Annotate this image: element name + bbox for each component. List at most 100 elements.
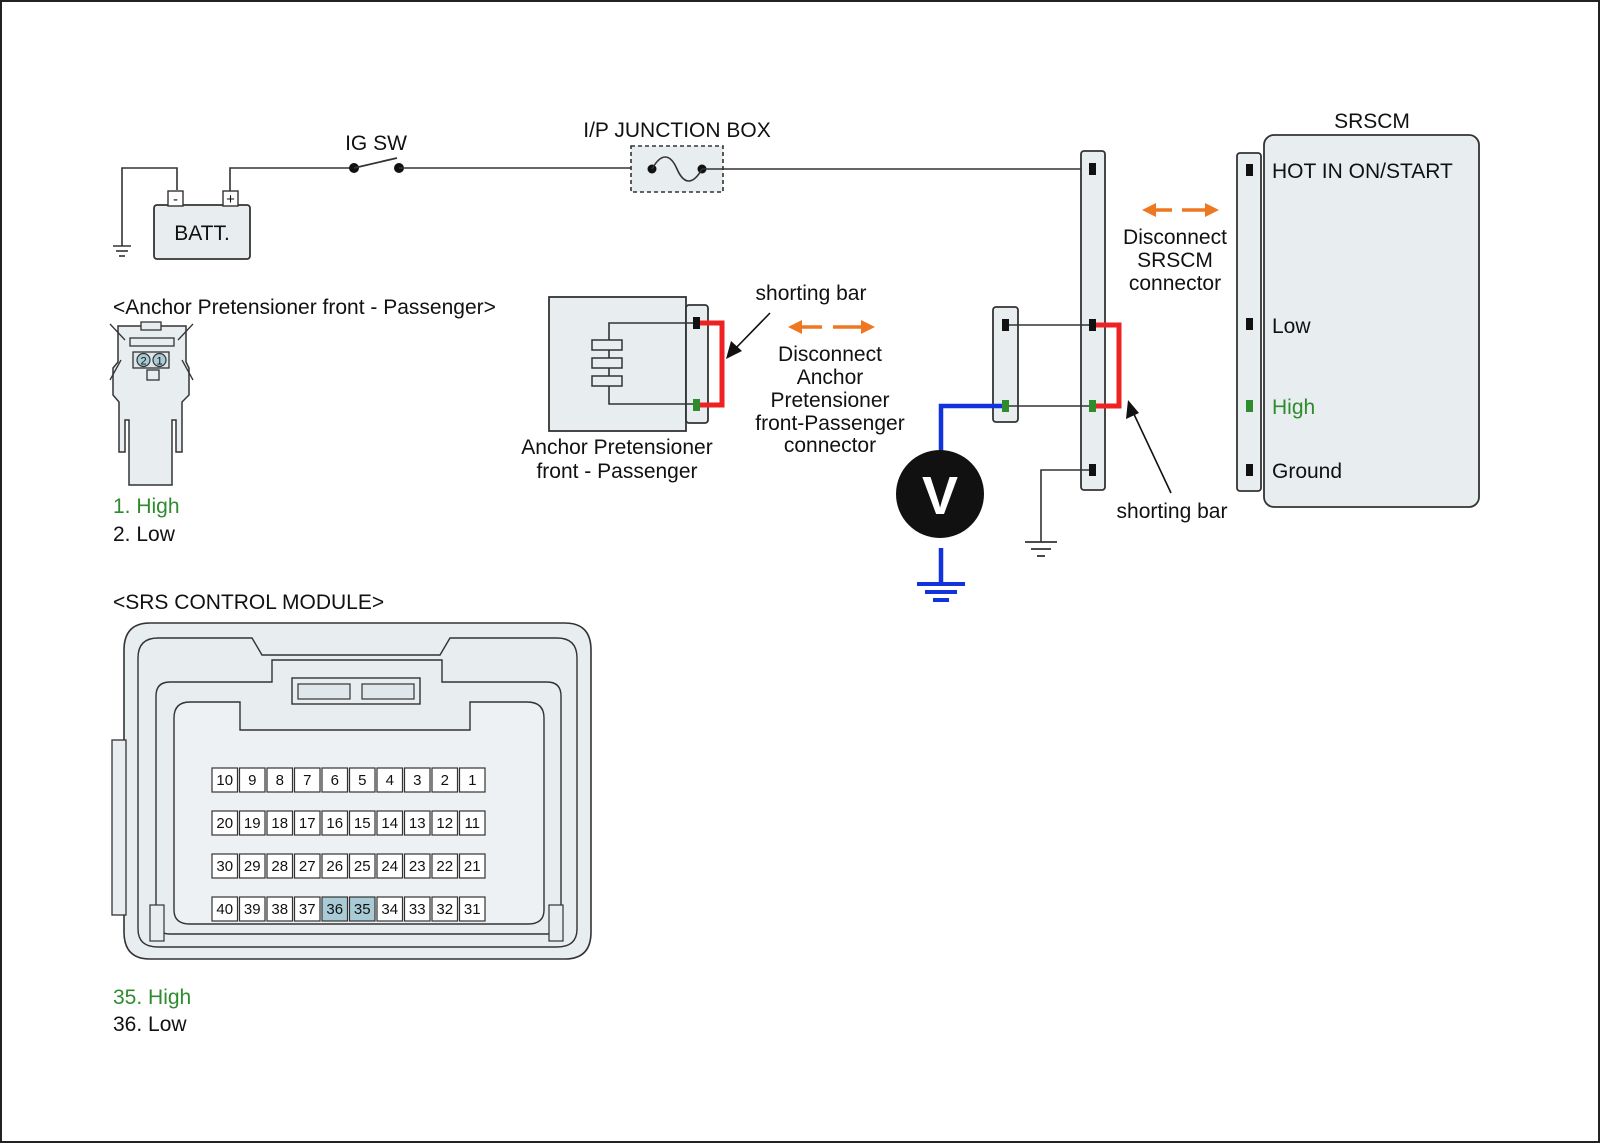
srs-pin-cell [321,853,349,879]
disconnect-srscm-line-2: SRSCM [1137,249,1213,272]
srs-pin-number: 36 [326,901,343,918]
srs-pin-cell [238,853,266,879]
srs-pin-cell [321,896,349,922]
srs-pin-cell [458,810,486,836]
srs-pin-cell [403,896,431,922]
srs-pin-number: 4 [386,772,394,789]
shorting-bar-pointer-right [1131,409,1172,494]
srs-pin-number: 35 [354,901,371,918]
srs-pin-cell [431,810,459,836]
srs-pin-number: 1 [468,772,476,789]
anchor-connector-pin-2 [136,352,151,368]
battery-ground-symbol-icon [113,245,131,257]
srs-pin-number: 32 [436,901,453,918]
srs-pin-number: 15 [354,815,371,832]
srs-pin-number: 21 [464,858,481,875]
srs-pin-number: 30 [216,858,233,875]
srscm-pin-ground [1246,464,1253,476]
srs-pin-cell [348,767,376,793]
srs-pin-number: 22 [436,858,453,875]
srs-pin-cell [238,810,266,836]
disconnect-anchor-arrow-left-icon [788,320,802,334]
shorting-bar-pointer-middle-arrow-icon [726,341,742,359]
srscm-module: SRSCM HOT IN ON/START Low High Ground [1236,110,1480,508]
srs-pin-number: 9 [248,772,256,789]
srs-pin-number: 13 [409,815,426,832]
srs-pin-cell [293,853,321,879]
srscm-title: SRSCM [1334,110,1410,133]
anchor-connector-pin-1 [152,352,167,368]
battery-minus-label: - [173,191,178,208]
srs-pin-number: 29 [244,858,261,875]
ig-switch-label: IG SW [345,132,407,155]
harness-ground-symbol-icon [1025,541,1057,557]
srs-pin-number: 10 [216,772,233,789]
srs-pin-cell [266,810,294,836]
srs-pin-cell [293,767,321,793]
srs-pin-number: 39 [244,901,261,918]
srs-pin-cell [376,896,404,922]
srs-pin-number: 40 [216,901,233,918]
test-connector: V [896,306,1089,602]
meter-probe-wire-positive [938,403,1002,460]
srs-pin-cell [321,767,349,793]
srscm-pin-ground-label: Ground [1272,460,1342,483]
srs-pin-number: 2 [441,772,449,789]
srs-pin-number: 25 [354,858,371,875]
harness-ground-wire [1040,469,1089,542]
srscm-box [1263,134,1480,508]
srs-pin-number: 38 [271,901,288,918]
srs-pin-cell [376,853,404,879]
test-connector-body [992,306,1019,423]
srs-pin-number: 11 [464,815,480,832]
srs-legend-low: 36. Low [113,1013,187,1036]
srs-pin-number: 23 [409,858,426,875]
srs-pin-number: 33 [409,901,426,918]
battery-label: BATT. [174,222,230,245]
srs-pin-number: 17 [299,815,316,832]
shorting-bar-label-right: shorting bar [1117,500,1228,523]
anchor-module-label-line-2: front - Passenger [536,460,697,483]
srs-pin-number: 5 [358,772,366,789]
srs-pin-number: 28 [271,858,288,875]
srs-pin-cell [431,767,459,793]
shorting-bar-annotation-right: shorting bar [1117,400,1228,523]
srs-pin-cell [348,853,376,879]
shorting-bar-pointer-right-arrow-icon [1126,400,1139,419]
srs-legend-high: 35. High [113,986,191,1009]
srs-pin-number: 3 [413,772,421,789]
srs-pin-cell [293,896,321,922]
disconnect-srscm-line-3: connector [1129,272,1221,295]
srscm-pin-low-label: Low [1272,315,1311,338]
disconnect-anchor-line-5: connector [784,434,876,457]
srs-pin-number: 18 [271,815,288,832]
srs-pin-cell [458,767,486,793]
battery [153,204,251,260]
ig-switch-lever [353,157,398,169]
srs-pin-number: 26 [326,858,343,875]
srscm-pin-low [1246,318,1253,330]
srs-pin-cell [266,767,294,793]
srscm-pin-hot [1246,164,1253,176]
junction-box-label: I/P JUNCTION BOX [583,119,770,142]
shorting-bar-pointer-middle [732,312,771,352]
harness-pin-ground [1089,464,1096,476]
harness-pin-high [1089,400,1096,412]
srs-pin-number: 27 [299,858,316,875]
srs-pin-cell [211,810,239,836]
anchor-pretensioner-module: Anchor Pretensioner front - Passenger sh… [521,282,904,483]
srs-pin-number: 14 [381,815,398,832]
srs-pin-cell [211,896,239,922]
disconnect-srscm-line-1: Disconnect [1123,226,1227,249]
srs-pin-cell [403,810,431,836]
srs-pin-cell [458,853,486,879]
harness-pin-low [1089,319,1096,331]
anchor-shorting-bar [700,320,725,408]
srs-pin-cell [403,853,431,879]
srs-pin-number: 7 [303,772,311,789]
srs-pin-cell [266,853,294,879]
fuse-icon [651,156,703,182]
